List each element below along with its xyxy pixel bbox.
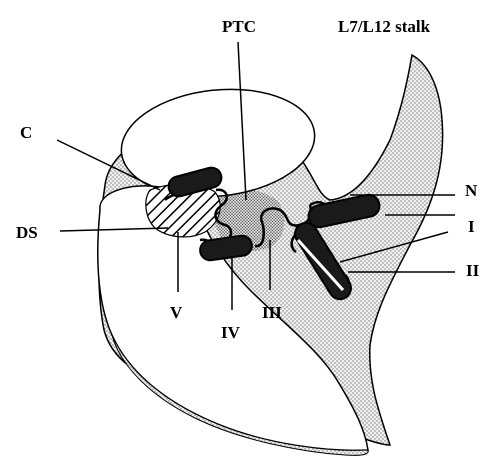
label-iv: IV [221,323,241,342]
label-iii: III [262,303,282,322]
label-ii: II [466,261,480,280]
label-n: N [465,181,478,200]
label-ds: DS [16,223,38,242]
label-stalk: L7/L12 stalk [338,17,431,36]
label-i: I [468,217,475,236]
label-v: V [170,303,183,322]
label-c: C [20,123,32,142]
label-ptc: PTC [222,17,256,36]
